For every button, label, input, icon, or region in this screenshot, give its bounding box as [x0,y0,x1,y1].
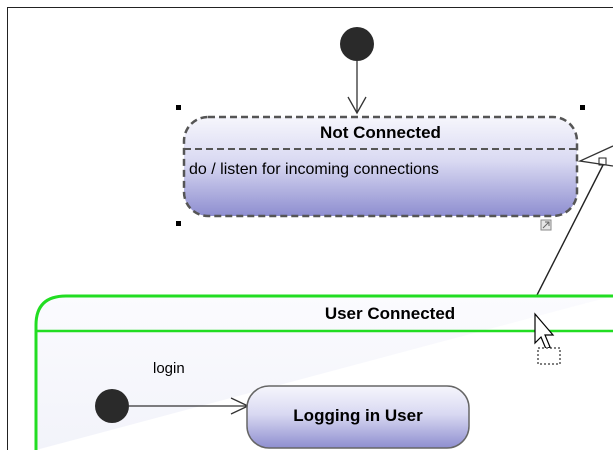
drag-cursor-icon [534,312,561,365]
state-title-logging-in-user: Logging in User [293,406,423,425]
state-activity-text: do / listen for incoming connections [189,161,439,178]
canvas-frame [7,7,613,450]
selection-handle-top-right[interactable] [580,105,585,110]
initial-node-top[interactable] [340,27,374,61]
incoming-arrowhead-icon [577,145,613,167]
state-not-connected[interactable] [182,115,579,218]
selection-handle-top-left[interactable] [176,105,181,110]
transition-label-login[interactable]: login [153,360,185,377]
initial-node-inner[interactable] [95,389,129,423]
selection-handle-bottom-left[interactable] [176,221,181,226]
arrowhead-icon [347,96,367,115]
state-user-connected[interactable] [34,294,613,450]
resize-handle-icon[interactable] [540,219,552,231]
state-title-user-connected: User Connected [324,304,456,323]
transition-user-connected-to-not-connected[interactable] [535,164,604,298]
state-logging-in-user[interactable] [246,385,470,449]
state-title-not-connected: Not Connected [320,123,441,142]
